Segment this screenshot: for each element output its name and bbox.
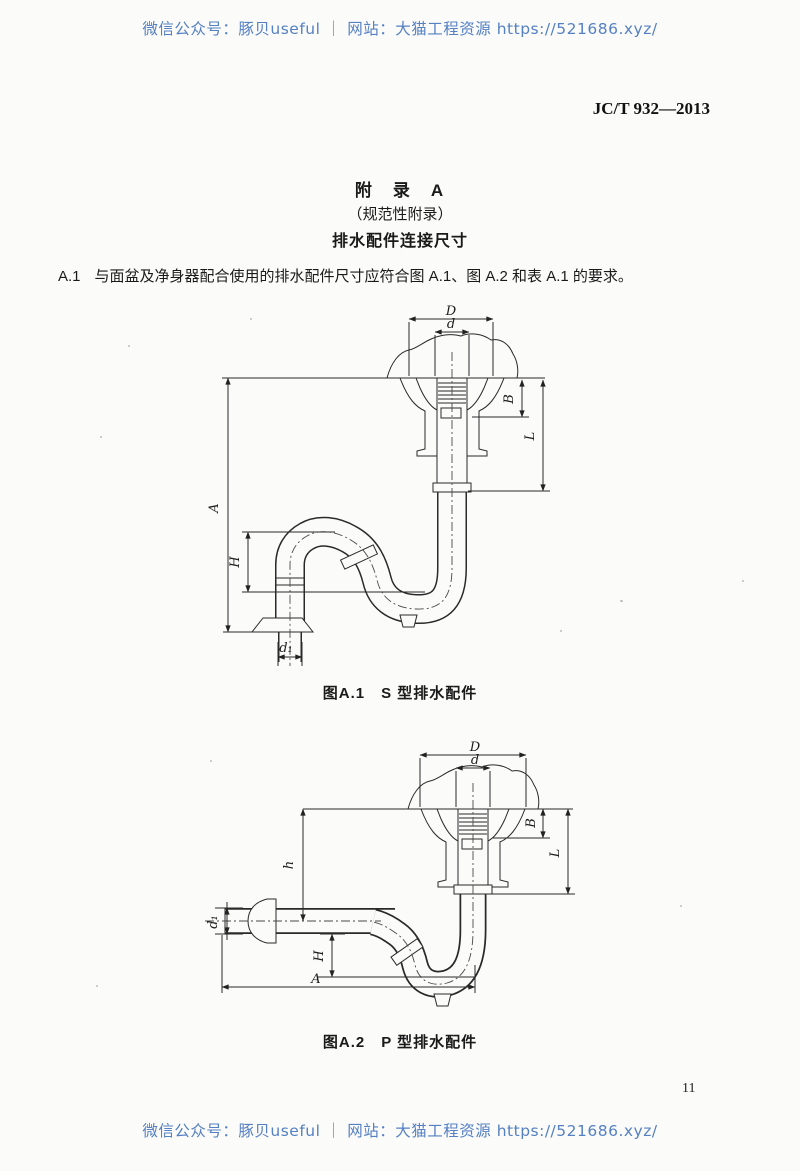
scan-speckle xyxy=(128,345,130,347)
page-number: 11 xyxy=(682,1081,696,1096)
appendix-heading: 排水配件连接尺寸 xyxy=(331,233,468,250)
figure-a2-caption: 图A.2 P 型排水配件 xyxy=(322,1034,478,1051)
watermark-bottom: 微信公众号：豚贝useful ｜ 网站：大猫工程资源 https://52168… xyxy=(142,1122,658,1140)
dim-label-h: h xyxy=(282,861,297,869)
dim-label-A: A xyxy=(310,972,320,987)
scan-speckle xyxy=(96,985,98,987)
scan-speckle xyxy=(470,690,472,692)
appendix-subtitle: （规范性附录） xyxy=(347,206,453,223)
dim-label-B: B xyxy=(524,818,539,829)
dim-label-D: D xyxy=(445,304,457,319)
dim-label-d: d xyxy=(471,753,479,768)
figure-a1-caption: 图A.1 S 型排水配件 xyxy=(322,685,478,702)
scan-speckle xyxy=(100,436,102,438)
dim-label-d1: d₁ xyxy=(206,915,221,929)
scan-speckle xyxy=(210,760,212,762)
dim-label-H: H xyxy=(312,950,327,963)
dim-label-H: H xyxy=(228,556,243,569)
dim-label-B: B xyxy=(502,394,517,405)
dim-label-d1: d₁ xyxy=(279,641,293,656)
dim-label-A: A xyxy=(207,503,222,513)
dim-label-d: d xyxy=(447,317,455,332)
dim-label-L: L xyxy=(548,849,563,859)
clause-a1-number: A.1 xyxy=(58,268,81,285)
scan-speckle xyxy=(620,600,623,602)
scan-speckle xyxy=(680,905,682,907)
dim-label-D: D xyxy=(469,740,481,755)
clause-a1-text: 与面盆及净身器配合使用的排水配件尺寸应符合图 A.1、图 A.2 和表 A.1 … xyxy=(94,268,633,285)
clause-a1: A.1 与面盆及净身器配合使用的排水配件尺寸应符合图 A.1、图 A.2 和表 A… xyxy=(58,266,744,287)
dim-label-L: L xyxy=(523,432,538,442)
figure-a2-drawing: D d B L h H d₁ A xyxy=(185,740,585,1027)
scan-speckle xyxy=(560,630,562,632)
scan-speckle xyxy=(742,580,744,582)
figure-a1-drawing: D d B L A H d₁ xyxy=(207,304,565,678)
scan-speckle xyxy=(250,318,252,320)
watermark-top: 微信公众号：豚贝useful ｜ 网站：大猫工程资源 https://52168… xyxy=(142,20,658,38)
standard-number: JC/T 932—2013 xyxy=(592,99,710,118)
appendix-title: 附 录 A xyxy=(354,181,446,200)
